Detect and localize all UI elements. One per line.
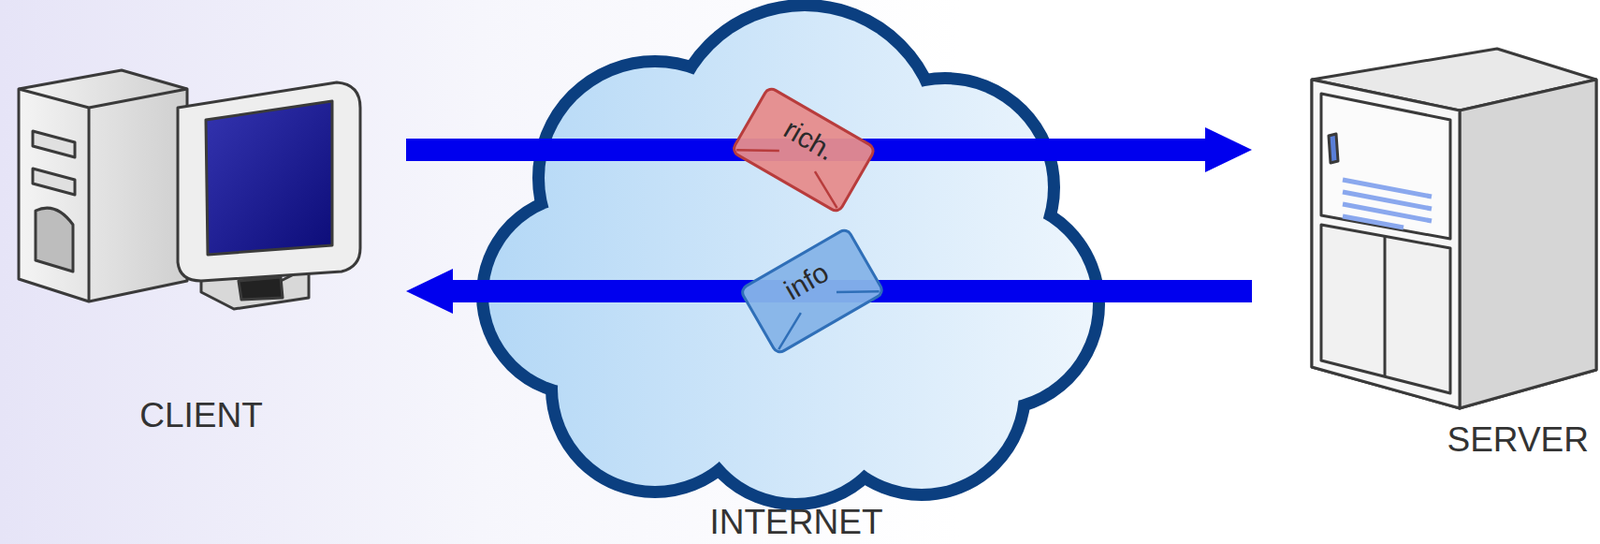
cloud-outline [488, 11, 1093, 498]
node-label: CLIENT [139, 396, 263, 436]
client-computer-icon [18, 70, 361, 309]
arrow-head [406, 268, 453, 314]
arrow-connector [406, 86, 1252, 213]
message-label: rich. [779, 114, 840, 165]
arrow-head [1205, 127, 1252, 173]
server-node: SERVER [1309, 42, 1593, 464]
cloud-fill [488, 11, 1093, 498]
arrow-connector [406, 227, 1252, 354]
client-node: CLIENT [9, 56, 393, 403]
message-label: info [779, 258, 833, 306]
server-icon [1311, 48, 1597, 408]
envelope-body [740, 227, 885, 354]
node-label: SERVER [1447, 421, 1590, 460]
node-label: INTERNET [710, 503, 884, 542]
envelope-body [731, 86, 876, 213]
envelope-icon [731, 86, 876, 213]
envelope-icon [740, 227, 885, 354]
